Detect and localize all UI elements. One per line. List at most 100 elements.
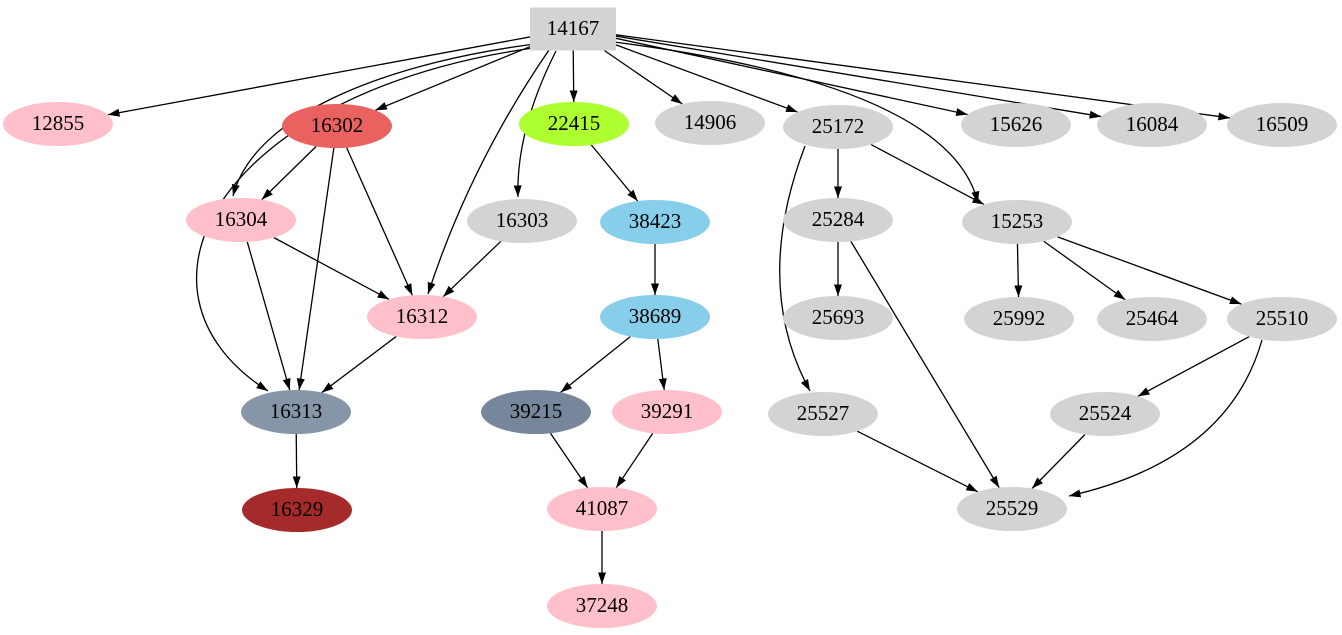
edge-14167-16313 — [196, 46, 541, 392]
node-14906[interactable]: 14906 — [655, 101, 765, 145]
node-ellipse-shape — [655, 101, 765, 145]
node-label-16509: 16509 — [1256, 112, 1309, 136]
node-ellipse-shape — [1227, 103, 1337, 147]
node-16313[interactable]: 16313 — [241, 390, 351, 434]
node-ellipse-shape — [367, 295, 477, 339]
node-label-25527: 25527 — [797, 401, 850, 425]
node-ellipse-shape — [600, 200, 710, 244]
node-16084[interactable]: 16084 — [1097, 103, 1207, 147]
edge-15253-25464 — [1043, 240, 1126, 301]
node-label-22415: 22415 — [548, 111, 601, 135]
edge-22415-38423 — [590, 144, 639, 202]
edge-15253-25510 — [1057, 236, 1242, 305]
node-16303[interactable]: 16303 — [467, 199, 577, 243]
node-label-39215: 39215 — [510, 399, 563, 423]
node-label-25464: 25464 — [1126, 306, 1179, 330]
node-ellipse-shape — [957, 487, 1067, 531]
node-16304[interactable]: 16304 — [186, 198, 296, 242]
edge-25510-25529 — [1068, 339, 1263, 498]
node-16509[interactable]: 16509 — [1227, 103, 1337, 147]
node-25172[interactable]: 25172 — [783, 105, 893, 149]
node-label-38689: 38689 — [629, 304, 682, 328]
edge-25172-15253 — [870, 143, 985, 206]
node-label-16303: 16303 — [496, 208, 549, 232]
node-ellipse-shape — [1097, 297, 1207, 341]
node-41087[interactable]: 41087 — [547, 487, 657, 531]
node-25464[interactable]: 25464 — [1097, 297, 1207, 341]
node-label-14167: 14167 — [547, 16, 600, 40]
node-12855[interactable]: 12855 — [3, 102, 113, 146]
edge-15253-25992 — [1014, 243, 1023, 298]
node-ellipse-shape — [3, 102, 113, 146]
node-ellipse-shape — [783, 105, 893, 149]
node-38423[interactable]: 38423 — [600, 200, 710, 244]
node-label-15253: 15253 — [991, 209, 1044, 233]
node-ellipse-shape — [783, 198, 893, 242]
node-16302[interactable]: 16302 — [282, 104, 392, 148]
node-label-15626: 15626 — [990, 112, 1043, 136]
node-ellipse-shape — [481, 390, 591, 434]
edge-14167-15253 — [613, 41, 980, 204]
node-22415[interactable]: 22415 — [519, 102, 629, 146]
node-25524[interactable]: 25524 — [1050, 392, 1160, 436]
node-label-12855: 12855 — [32, 111, 85, 135]
node-label-14906: 14906 — [684, 110, 737, 134]
edge-16304-16312 — [273, 237, 390, 300]
node-39291[interactable]: 39291 — [612, 390, 722, 434]
edge-38689-39215 — [560, 336, 631, 393]
node-ellipse-shape — [282, 104, 392, 148]
edge-14167-22415 — [569, 50, 578, 103]
node-25529[interactable]: 25529 — [957, 487, 1067, 531]
node-label-25524: 25524 — [1079, 401, 1132, 425]
node-15626[interactable]: 15626 — [961, 103, 1071, 147]
edge-14167-25172 — [615, 44, 798, 113]
node-16312[interactable]: 16312 — [367, 295, 477, 339]
node-label-16302: 16302 — [311, 113, 364, 137]
node-25693[interactable]: 25693 — [783, 296, 893, 340]
node-label-16304: 16304 — [215, 207, 268, 231]
node-ellipse-shape — [186, 198, 296, 242]
node-label-25693: 25693 — [812, 305, 865, 329]
edge-14167-14906 — [603, 49, 683, 105]
node-ellipse-shape — [467, 199, 577, 243]
node-ellipse-shape — [964, 297, 1074, 341]
edge-16313-16329 — [292, 433, 301, 489]
edge-38689-39291 — [657, 338, 667, 391]
node-label-25172: 25172 — [812, 114, 865, 138]
edge-25524-25529 — [1031, 434, 1086, 489]
node-39215[interactable]: 39215 — [481, 390, 591, 434]
edge-16302-16313 — [296, 147, 335, 391]
edge-14167-16304 — [231, 42, 544, 197]
node-25527[interactable]: 25527 — [768, 392, 878, 436]
edge-16302-16304 — [261, 145, 317, 201]
edges-layer — [107, 34, 1263, 584]
node-25510[interactable]: 25510 — [1227, 297, 1337, 341]
node-14167[interactable]: 14167 — [530, 7, 616, 51]
node-ellipse-shape — [547, 584, 657, 628]
node-ellipse-shape — [600, 295, 710, 339]
node-ellipse-shape — [783, 296, 893, 340]
node-label-25510: 25510 — [1256, 306, 1309, 330]
node-label-25284: 25284 — [812, 207, 865, 231]
node-37248[interactable]: 37248 — [547, 584, 657, 628]
edge-39291-41087 — [615, 432, 654, 489]
edge-16302-16312 — [346, 147, 413, 296]
edge-14167-12855 — [107, 36, 531, 117]
node-ellipse-shape — [547, 487, 657, 531]
node-15253[interactable]: 15253 — [962, 200, 1072, 244]
edge-14167-16302 — [375, 46, 531, 111]
node-label-41087: 41087 — [576, 496, 629, 520]
node-ellipse-shape — [768, 392, 878, 436]
edge-16304-16313 — [246, 241, 291, 391]
node-ellipse-shape — [1050, 392, 1160, 436]
edge-16312-16313 — [321, 335, 397, 394]
node-ellipse-shape — [961, 103, 1071, 147]
node-label-37248: 37248 — [576, 593, 629, 617]
node-25284[interactable]: 25284 — [783, 198, 893, 242]
node-ellipse-shape — [242, 488, 352, 532]
edge-25284-25529 — [850, 241, 1000, 488]
node-16329[interactable]: 16329 — [242, 488, 352, 532]
node-25992[interactable]: 25992 — [964, 297, 1074, 341]
node-38689[interactable]: 38689 — [600, 295, 710, 339]
